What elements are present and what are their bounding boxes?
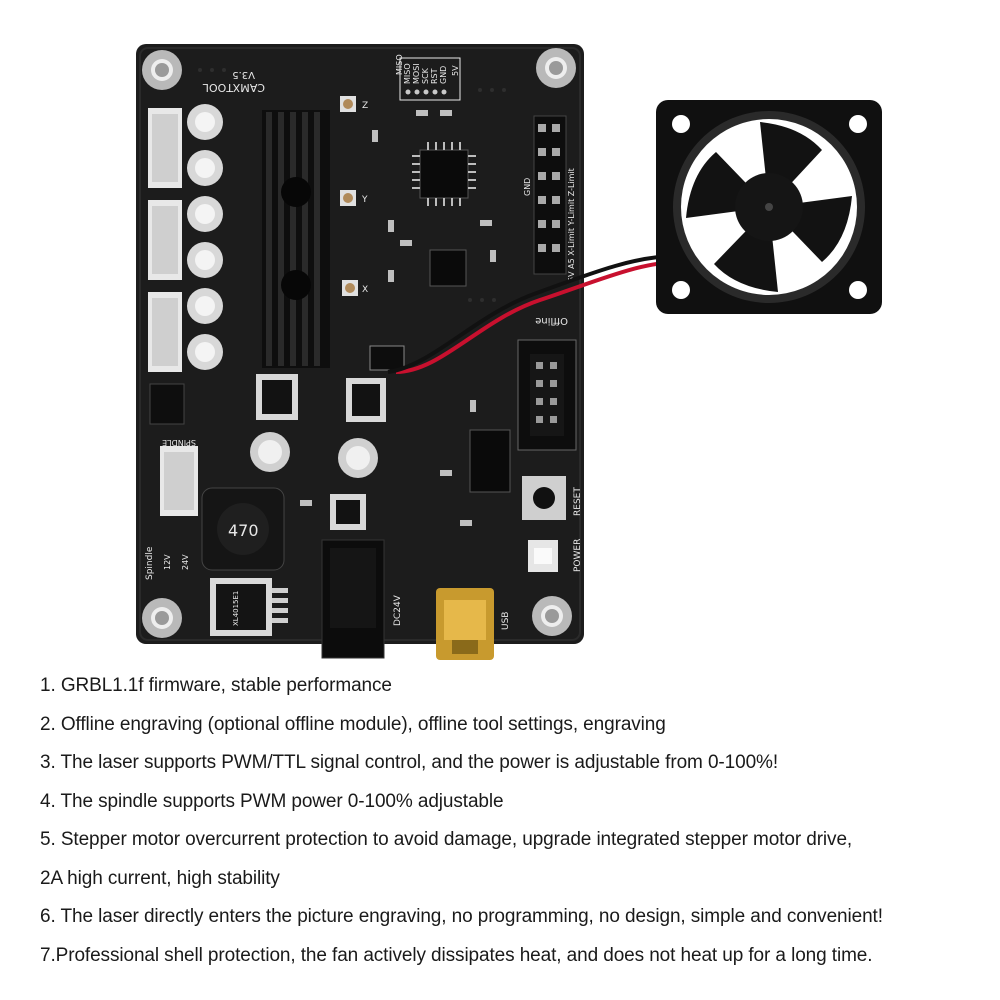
limit-switch-header xyxy=(533,115,567,275)
feature-item: 3. The laser supports PWM/TTL signal con… xyxy=(40,752,779,773)
isp-pin-label: RST xyxy=(430,68,439,84)
isp-pin-label: MISO xyxy=(395,54,404,75)
axis-y-label: Y xyxy=(361,195,368,205)
feature-item: 4. The spindle supports PWM power 0-100%… xyxy=(40,790,504,812)
mounting-hole-icon xyxy=(536,48,576,88)
gnd-label: GND xyxy=(523,178,532,196)
spindle-label: Spindle xyxy=(145,546,155,580)
microcontroller-chip xyxy=(412,142,476,206)
offline-module-header xyxy=(517,339,577,451)
motor-connector xyxy=(148,108,182,188)
mounting-hole-icon xyxy=(142,50,182,90)
fan-wire-black xyxy=(387,254,677,374)
dc24v-label: DC24V xyxy=(393,594,403,626)
axis-x-label: X xyxy=(362,285,368,295)
power-label: POWER xyxy=(573,539,583,572)
capacitor-column xyxy=(187,104,223,370)
driver-chip xyxy=(429,249,467,287)
isp-pin-label: SCK xyxy=(421,67,430,84)
reset-button-icon xyxy=(522,476,566,520)
spindle-connector xyxy=(149,383,198,516)
capacitor xyxy=(250,432,378,478)
driver-chip xyxy=(469,429,511,493)
board-version-label: V3.5 xyxy=(232,69,255,80)
mounting-hole-icon xyxy=(142,598,182,638)
fan-wire-red xyxy=(395,260,681,374)
product-photo: CAMXTOOL V3.5 MISO MISO MOSI SCK RST GND… xyxy=(136,44,882,660)
feature-item: 1. GRBL1.1f firmware, stable performance xyxy=(40,675,392,696)
limit-header-label: 5V A5 X-Limit Y-Limit Z-Limit xyxy=(567,168,576,282)
feature-item: 2. Offline engraving (optional offline m… xyxy=(40,713,666,735)
spindle-volt-label: 12V xyxy=(163,554,172,570)
inductor xyxy=(201,487,285,571)
voltage-regulator xyxy=(210,578,288,636)
spindle-volt-label: 24V xyxy=(181,554,190,570)
feature-list: 1. GRBL1.1f firmware, stable performance… xyxy=(40,672,990,980)
axis-z-label: Z xyxy=(362,101,368,111)
inductor-label: 470 xyxy=(228,521,259,540)
feature-item: 7.Professional shell protection, the fan… xyxy=(40,944,873,966)
isp-pin-label: GND xyxy=(439,66,448,84)
isp-5v-label: 5V xyxy=(451,65,460,76)
regulator-label: XL4015E1 xyxy=(232,591,240,626)
cooling-fan xyxy=(656,100,882,314)
board-brand-label: CAMXTOOL xyxy=(202,81,265,94)
feature-item: 6. The laser directly enters the picture… xyxy=(40,906,883,927)
offline-label: Offline xyxy=(535,315,568,326)
isp-pin-label: MOSI xyxy=(412,63,421,84)
motor-connector xyxy=(148,200,182,280)
feature-item: 5. Stepper motor overcurrent protection … xyxy=(40,829,853,850)
motor-connector xyxy=(148,292,182,372)
usb-port xyxy=(436,588,494,660)
dc-power-jack xyxy=(321,539,385,659)
usb-label: USB xyxy=(501,612,511,630)
reset-label: RESET xyxy=(573,487,583,516)
spindle-port-label: SPINDLE xyxy=(162,438,196,447)
mounting-hole-icon xyxy=(532,596,572,636)
heatsink xyxy=(262,110,330,368)
isp-pin-label: MISO xyxy=(403,63,412,84)
feature-item: 2A high current, high stability xyxy=(40,867,280,889)
